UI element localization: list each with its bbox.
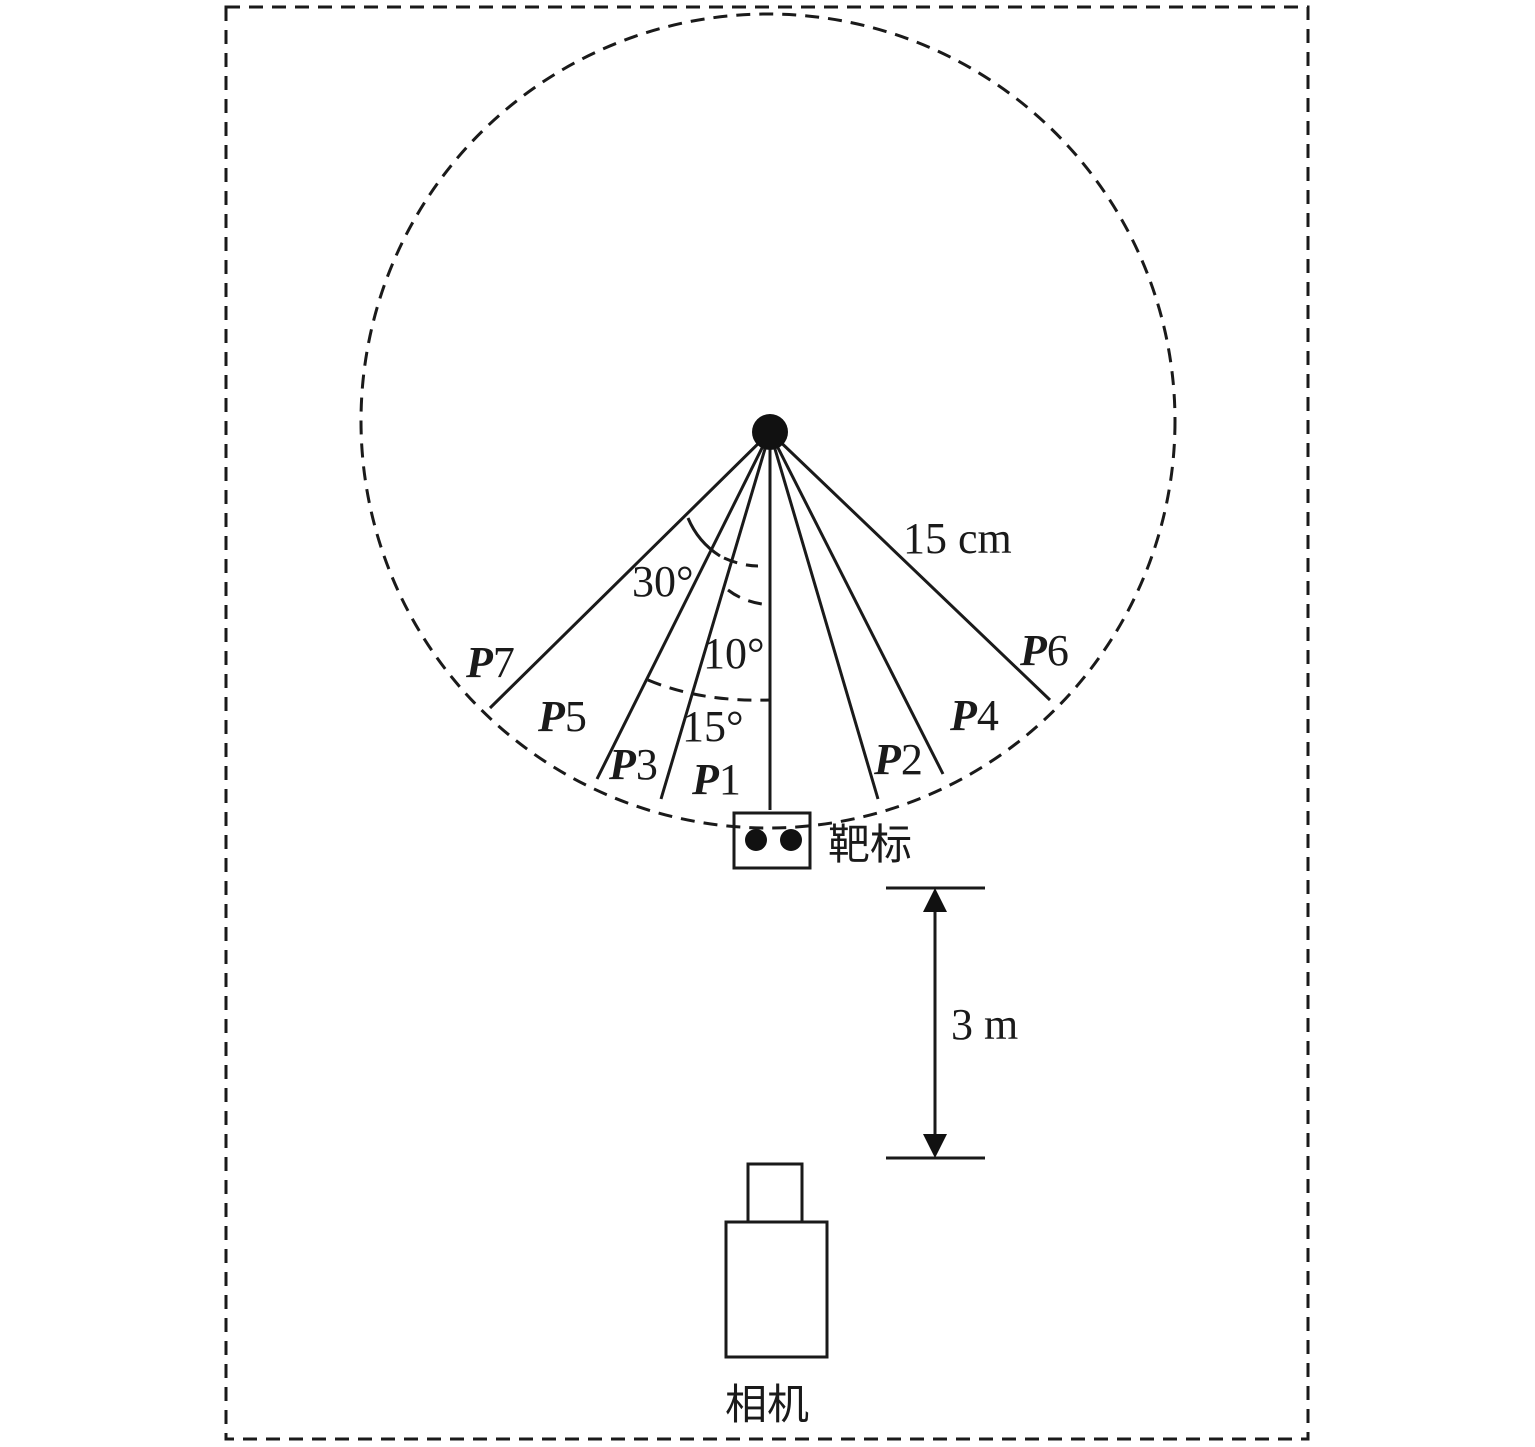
angle-10-label: 10°: [703, 629, 765, 678]
point-label-p6: P6: [1019, 626, 1069, 675]
point-label-p2: P2: [873, 735, 923, 784]
target-label: 靶标: [828, 820, 912, 869]
radius-circle: [359, 12, 1177, 830]
radius-label: 15 cm: [903, 514, 1012, 563]
target-box: [732, 811, 812, 870]
point-label-p7: P7: [465, 638, 515, 687]
radial-line-p2: [768, 431, 880, 800]
radial-line-p4: [768, 431, 945, 775]
point-number: 6: [1047, 626, 1069, 675]
point-number: 1: [719, 755, 741, 804]
point-label-p3: P3: [608, 740, 658, 789]
point-prefix: P: [465, 638, 494, 687]
outer-frame: [224, 5, 1310, 1441]
point-prefix: P: [873, 735, 902, 784]
distance-label: 3 m: [951, 1000, 1018, 1049]
point-number: 7: [493, 638, 515, 687]
point-number: 5: [565, 692, 587, 741]
radial-lines: [488, 430, 1052, 810]
arrow-down-icon: [923, 1134, 947, 1158]
point-prefix: P: [608, 740, 637, 789]
point-number: 3: [636, 740, 658, 789]
arrow-up-icon: [923, 888, 947, 912]
radial-line-p6: [768, 430, 1052, 702]
angle-arc-upper: [723, 556, 771, 607]
camera-body: [724, 1220, 829, 1359]
radial-line-p7: [488, 430, 772, 710]
target: [732, 811, 812, 870]
pivot-dot: [752, 414, 788, 450]
point-prefix: P: [949, 691, 978, 740]
point-label-p1: P1: [691, 755, 741, 804]
radial-line-p3: [595, 431, 772, 780]
point-prefix: P: [691, 755, 720, 804]
point-label-p5: P5: [537, 692, 587, 741]
target-marker-right: [780, 829, 802, 851]
radial-line-p1: [659, 431, 772, 800]
angle-arc-15: [647, 678, 771, 702]
point-prefix: P: [537, 692, 566, 741]
angle-arc-30: [686, 517, 721, 558]
camera-icon: [724, 1162, 829, 1359]
point-prefix: P: [1019, 626, 1048, 675]
point-number: 4: [977, 691, 999, 740]
angle-30-label: 30°: [632, 557, 694, 606]
camera-label: 相机: [725, 1380, 809, 1429]
distance-dimension: [886, 886, 985, 1160]
target-marker-left: [745, 829, 767, 851]
angle-15-label: 15°: [682, 702, 744, 751]
camera-lens: [746, 1162, 804, 1224]
point-label-p4: P4: [949, 691, 999, 740]
point-number: 2: [901, 735, 923, 784]
